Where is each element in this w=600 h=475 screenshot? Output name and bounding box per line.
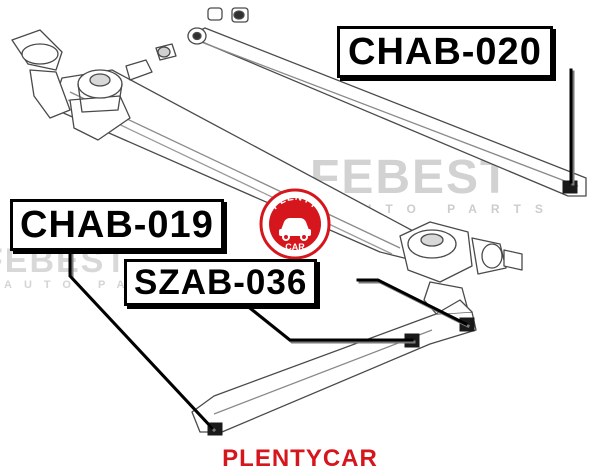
part-label-chab-019: CHAB-019: [10, 199, 224, 251]
leader-lines: [68, 68, 575, 433]
leader-line-szab-036-a: [237, 297, 414, 342]
part-label-szab-036: SZAB-036: [124, 259, 318, 306]
watermark-subtitle-right: AUTO PARTS: [340, 202, 557, 216]
left-hub-assembly: [11, 29, 177, 141]
lower-trailing-link: [191, 299, 477, 433]
top-bushings: [187, 7, 249, 45]
part-label-chab-020: CHAB-020: [337, 26, 553, 78]
leader-line-chab-019: [68, 242, 215, 431]
logo-car-icon: [279, 218, 311, 241]
plentycar-logo: PLENTY CAR: [259, 188, 331, 260]
footer-brand: PLENTYCAR: [222, 445, 378, 472]
logo-bottom-text: CAR: [285, 242, 305, 252]
leader-line-szab-036-b: [356, 278, 469, 327]
